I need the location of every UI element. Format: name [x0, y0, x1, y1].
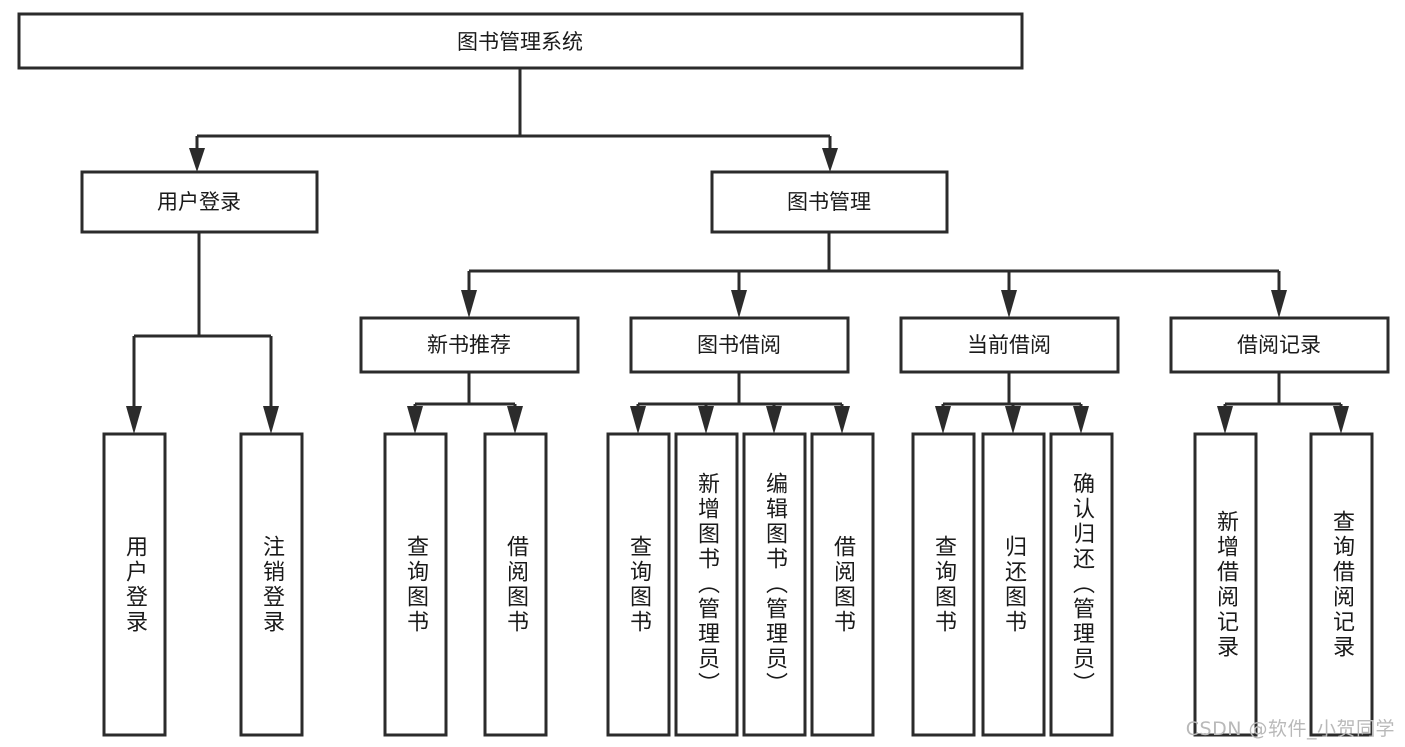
node-new-book-recommend-label: 新书推荐	[427, 333, 511, 357]
node-user-login-label: 用户登录	[157, 190, 241, 214]
node-root-book-management-system[interactable]	[17, 12, 1024, 70]
node-current-borrow-label: 当前借阅	[967, 333, 1051, 357]
arrow-to-current-borrow	[1001, 290, 1017, 318]
leaf-box-nbr-borrow-book[interactable]	[483, 432, 548, 737]
leaf-box-bb-add-book-admin[interactable]	[674, 432, 739, 737]
arrow-nbr-leaf-2	[507, 406, 523, 434]
arrow-bb-leaf-3	[766, 406, 782, 434]
arrow-to-book-borrow	[731, 290, 747, 318]
arrow-to-user-login	[189, 148, 205, 172]
arrow-to-borrow-record	[1271, 290, 1287, 318]
arrow-cb-leaf-3	[1073, 406, 1089, 434]
node-book-management[interactable]	[710, 170, 949, 234]
leaf-box-br-query-record[interactable]	[1309, 432, 1374, 737]
node-book-management-label: 图书管理	[787, 190, 871, 214]
leaf-box-cb-query-book[interactable]	[911, 432, 976, 737]
leaf-box-cb-confirm-return-admin[interactable]	[1049, 432, 1114, 737]
leaf-box-bb-query-book[interactable]	[606, 432, 671, 737]
leaf-box-nbr-query-book[interactable]	[383, 432, 448, 737]
arrow-bb-leaf-2	[698, 406, 714, 434]
arrow-nbr-leaf-1	[407, 406, 423, 434]
csdn-watermark: CSDN @软件_小贺同学	[1185, 718, 1395, 740]
leaf-box-bb-edit-book-admin[interactable]	[742, 432, 807, 737]
arrow-to-new-book-recommend	[461, 290, 477, 318]
arrow-cb-leaf-1	[935, 406, 951, 434]
leaf-box-user-login[interactable]	[102, 432, 167, 737]
node-book-borrow[interactable]	[629, 316, 850, 374]
arrow-br-leaf-2	[1333, 406, 1349, 434]
arrow-to-leaf-logout	[263, 406, 279, 434]
arrow-bb-leaf-4	[834, 406, 850, 434]
node-borrow-record-label: 借阅记录	[1237, 333, 1321, 357]
leaf-box-cb-return-book[interactable]	[981, 432, 1046, 737]
leaf-box-br-add-record[interactable]	[1193, 432, 1258, 737]
arrow-cb-leaf-2	[1005, 406, 1021, 434]
node-new-book-recommend[interactable]	[359, 316, 580, 374]
node-root-label: 图书管理系统	[457, 30, 583, 54]
arrow-br-leaf-1	[1217, 406, 1233, 434]
arrow-bb-leaf-1	[630, 406, 646, 434]
leaf-box-logout[interactable]	[239, 432, 304, 737]
node-borrow-record[interactable]	[1169, 316, 1390, 374]
arrow-to-book-management	[822, 148, 838, 172]
arrow-to-leaf-user-login	[126, 406, 142, 434]
node-book-borrow-label: 图书借阅	[697, 333, 781, 357]
node-current-borrow[interactable]	[899, 316, 1120, 374]
leaf-box-bb-borrow-book[interactable]	[810, 432, 875, 737]
